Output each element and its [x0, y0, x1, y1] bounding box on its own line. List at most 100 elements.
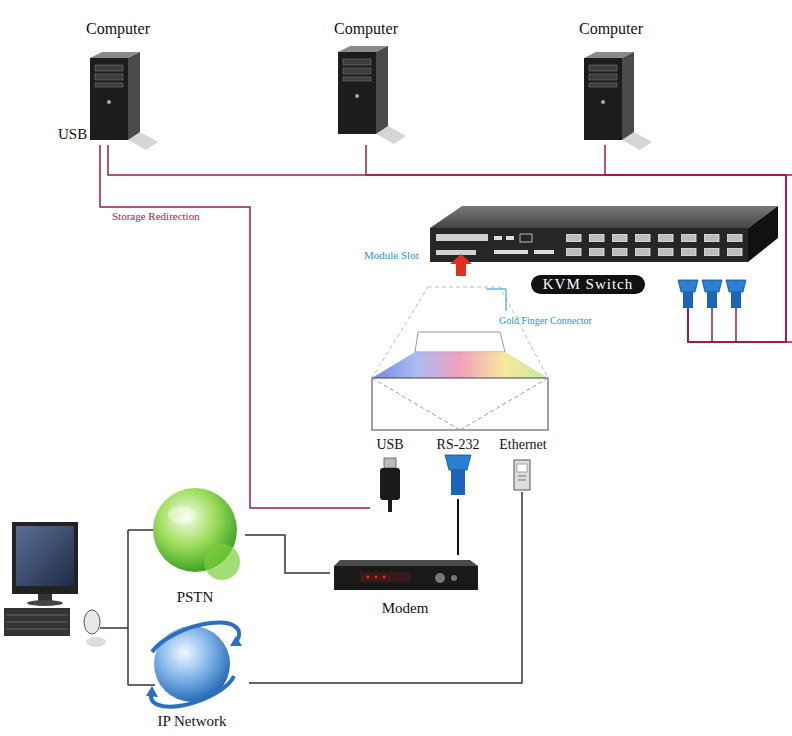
module-card	[460, 378, 548, 430]
connector-line	[249, 492, 522, 683]
kvm-switch-body	[748, 206, 778, 262]
rs232-plug	[445, 455, 471, 470]
ip-network-globe	[230, 636, 242, 646]
pstn-node: PSTN	[145, 484, 245, 606]
kvm-switch-body	[494, 250, 528, 254]
edge-label: Storage Redirection	[110, 210, 202, 223]
pstn-globe	[153, 488, 240, 580]
vga-connector	[702, 280, 722, 308]
bus-wire	[735, 306, 737, 342]
kvm-switch-body	[436, 234, 488, 241]
modem-body	[334, 560, 478, 566]
connector-line	[108, 145, 786, 342]
node-label: PSTN	[177, 589, 214, 606]
ip-network-globe	[151, 676, 234, 707]
bus-wire	[786, 341, 792, 343]
rj45-plug	[514, 460, 530, 490]
rs232-plug	[445, 455, 471, 495]
network-wire	[128, 529, 153, 531]
module-card	[372, 287, 548, 430]
connector-line	[366, 145, 786, 342]
modem-body	[367, 576, 370, 579]
kvm-switch-body	[534, 250, 554, 254]
module-card	[372, 287, 548, 378]
rj45-plug	[518, 476, 526, 477]
modem-body	[383, 576, 386, 579]
kvm-switch-body	[430, 228, 748, 262]
computer-node: Computer	[326, 20, 406, 145]
network-wire	[100, 530, 155, 685]
network-wire	[127, 530, 129, 685]
vga-connector	[726, 280, 746, 308]
pstn-globe	[168, 506, 196, 524]
usb-plug	[380, 468, 400, 500]
network-wire	[128, 684, 155, 686]
computer-tower	[90, 52, 158, 150]
modem-body	[451, 575, 457, 581]
node-label: Modem	[382, 600, 429, 617]
port-label: USB	[58, 126, 87, 143]
node-label: Ethernet	[499, 437, 546, 453]
rj45-plug	[517, 464, 527, 472]
ip-network-globe	[146, 686, 158, 697]
node-label: Computer	[334, 20, 398, 38]
module-card	[415, 332, 505, 352]
rs232-port-node: RS-232	[428, 437, 488, 499]
remote-computer	[4, 522, 106, 647]
modem-node: Modem	[330, 555, 480, 617]
remote-computer	[6, 615, 68, 616]
module-card	[372, 352, 548, 378]
computer-tower	[338, 46, 406, 144]
kvm-switch-body	[520, 234, 532, 242]
rj45-plug	[518, 480, 526, 481]
bus-wire	[711, 306, 713, 342]
remote-computer	[4, 608, 70, 636]
kvm-switch-body	[506, 236, 514, 240]
node-label: IP Network	[157, 713, 226, 730]
remote-computer	[6, 622, 68, 623]
pstn-globe	[204, 544, 240, 580]
modem-body	[435, 573, 445, 583]
remote-computer	[16, 526, 74, 586]
usb-plug	[388, 500, 392, 512]
ip-network-globe	[152, 623, 239, 652]
node-label: RS-232	[437, 437, 480, 453]
remote-computer	[27, 600, 63, 606]
kvm-switch-body	[566, 234, 746, 242]
module-card	[372, 378, 548, 430]
connector-line	[100, 145, 370, 508]
leader-line	[486, 289, 506, 311]
usb-plug	[380, 458, 400, 512]
insert-arrow	[450, 254, 472, 276]
network-wire	[100, 627, 128, 629]
node-label: Computer	[86, 20, 150, 38]
remote-computer	[12, 522, 78, 594]
computer-tower	[584, 52, 652, 150]
kvm-switch-body	[494, 236, 502, 240]
ethernet-port-node: Ethernet	[494, 437, 552, 492]
vga-connector	[678, 280, 698, 308]
node-label: Computer	[579, 20, 643, 38]
node-label: USB	[376, 437, 403, 453]
usb-port-node: USB	[370, 437, 410, 513]
remote-computer	[86, 637, 106, 647]
modem-body	[334, 560, 478, 590]
rs232-plug	[451, 470, 465, 495]
modem-body	[375, 576, 378, 579]
insert-arrow	[450, 254, 472, 276]
callout-label: Module Slot	[364, 249, 419, 262]
connector-line	[457, 499, 459, 555]
kvm-switch-body	[430, 206, 778, 262]
kvm-switch-body	[430, 206, 778, 228]
vga-connector	[678, 280, 746, 308]
leader-line	[486, 289, 506, 311]
connector-line	[245, 535, 330, 573]
node-label: KVM Switch	[531, 275, 645, 294]
remote-computer	[6, 629, 68, 630]
callout-label: Gold Finger Connector	[499, 315, 592, 327]
module-card	[372, 378, 460, 430]
modem-body	[360, 572, 410, 582]
